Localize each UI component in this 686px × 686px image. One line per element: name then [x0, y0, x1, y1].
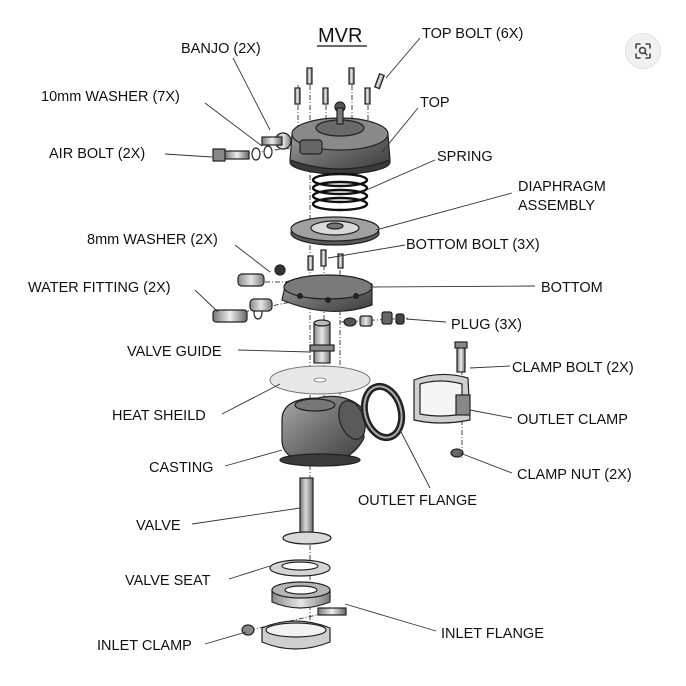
label-valve-seat: VALVE SEAT [125, 573, 211, 589]
label-10mm-washer: 10mm WASHER (7X) [41, 89, 180, 105]
valve [282, 477, 332, 545]
bottom-bolts [307, 249, 344, 271]
label-outlet-flange: OUTLET FLANGE [358, 493, 477, 509]
inlet-flange [271, 581, 347, 616]
heat-shield [269, 365, 371, 395]
diagram-title: MVR [318, 25, 362, 47]
outlet-clamp [413, 341, 471, 458]
label-valve: VALVE [136, 518, 181, 534]
label-clamp-nut: CLAMP NUT (2X) [517, 467, 632, 483]
label-plug: PLUG (3X) [451, 317, 522, 333]
label-banjo: BANJO (2X) [181, 41, 261, 57]
label-heat-shield: HEAT SHEILD [112, 408, 206, 424]
inlet-clamp [241, 620, 331, 650]
label-spring: SPRING [437, 149, 493, 165]
outlet-flange [360, 382, 406, 442]
plugs [343, 311, 405, 327]
lens-icon[interactable] [625, 33, 661, 69]
leader-lines [164, 37, 536, 645]
label-diaphragm-line2: ASSEMBLY [518, 198, 595, 214]
lens-glyph [635, 43, 651, 59]
water-fitting [212, 264, 286, 323]
label-diaphragm-line1: DIAPHRAGM [518, 179, 606, 195]
spring [311, 172, 369, 212]
top-bolts [294, 67, 385, 105]
label-inlet-flange: INLET FLANGE [441, 626, 544, 642]
label-top-bolt: TOP BOLT (6X) [422, 26, 523, 42]
label-bottom: BOTTOM [541, 280, 603, 296]
casting [279, 395, 366, 467]
label-outlet-clamp: OUTLET CLAMP [517, 412, 628, 428]
label-inlet-clamp: INLET CLAMP [97, 638, 192, 654]
label-water-fitting: WATER FITTING (2X) [28, 280, 171, 296]
label-8mm-washer: 8mm WASHER (2X) [87, 232, 218, 248]
label-air-bolt: AIR BOLT (2X) [49, 146, 145, 162]
diaphragm-assembly [290, 216, 380, 246]
bottom-housing [281, 274, 373, 312]
label-valve-guide: VALVE GUIDE [127, 344, 222, 360]
valve-guide [309, 319, 335, 364]
banjo-fitting [212, 132, 292, 162]
valve-seat [269, 559, 331, 577]
label-top: TOP [420, 95, 450, 111]
label-clamp-bolt: CLAMP BOLT (2X) [512, 360, 634, 376]
part-labels: TOP BOLT (6X) BANJO (2X) 10mm WASHER (7X… [28, 26, 634, 654]
top-cap [289, 101, 391, 175]
label-bottom-bolt: BOTTOM BOLT (3X) [406, 237, 540, 253]
label-casting: CASTING [149, 460, 213, 476]
